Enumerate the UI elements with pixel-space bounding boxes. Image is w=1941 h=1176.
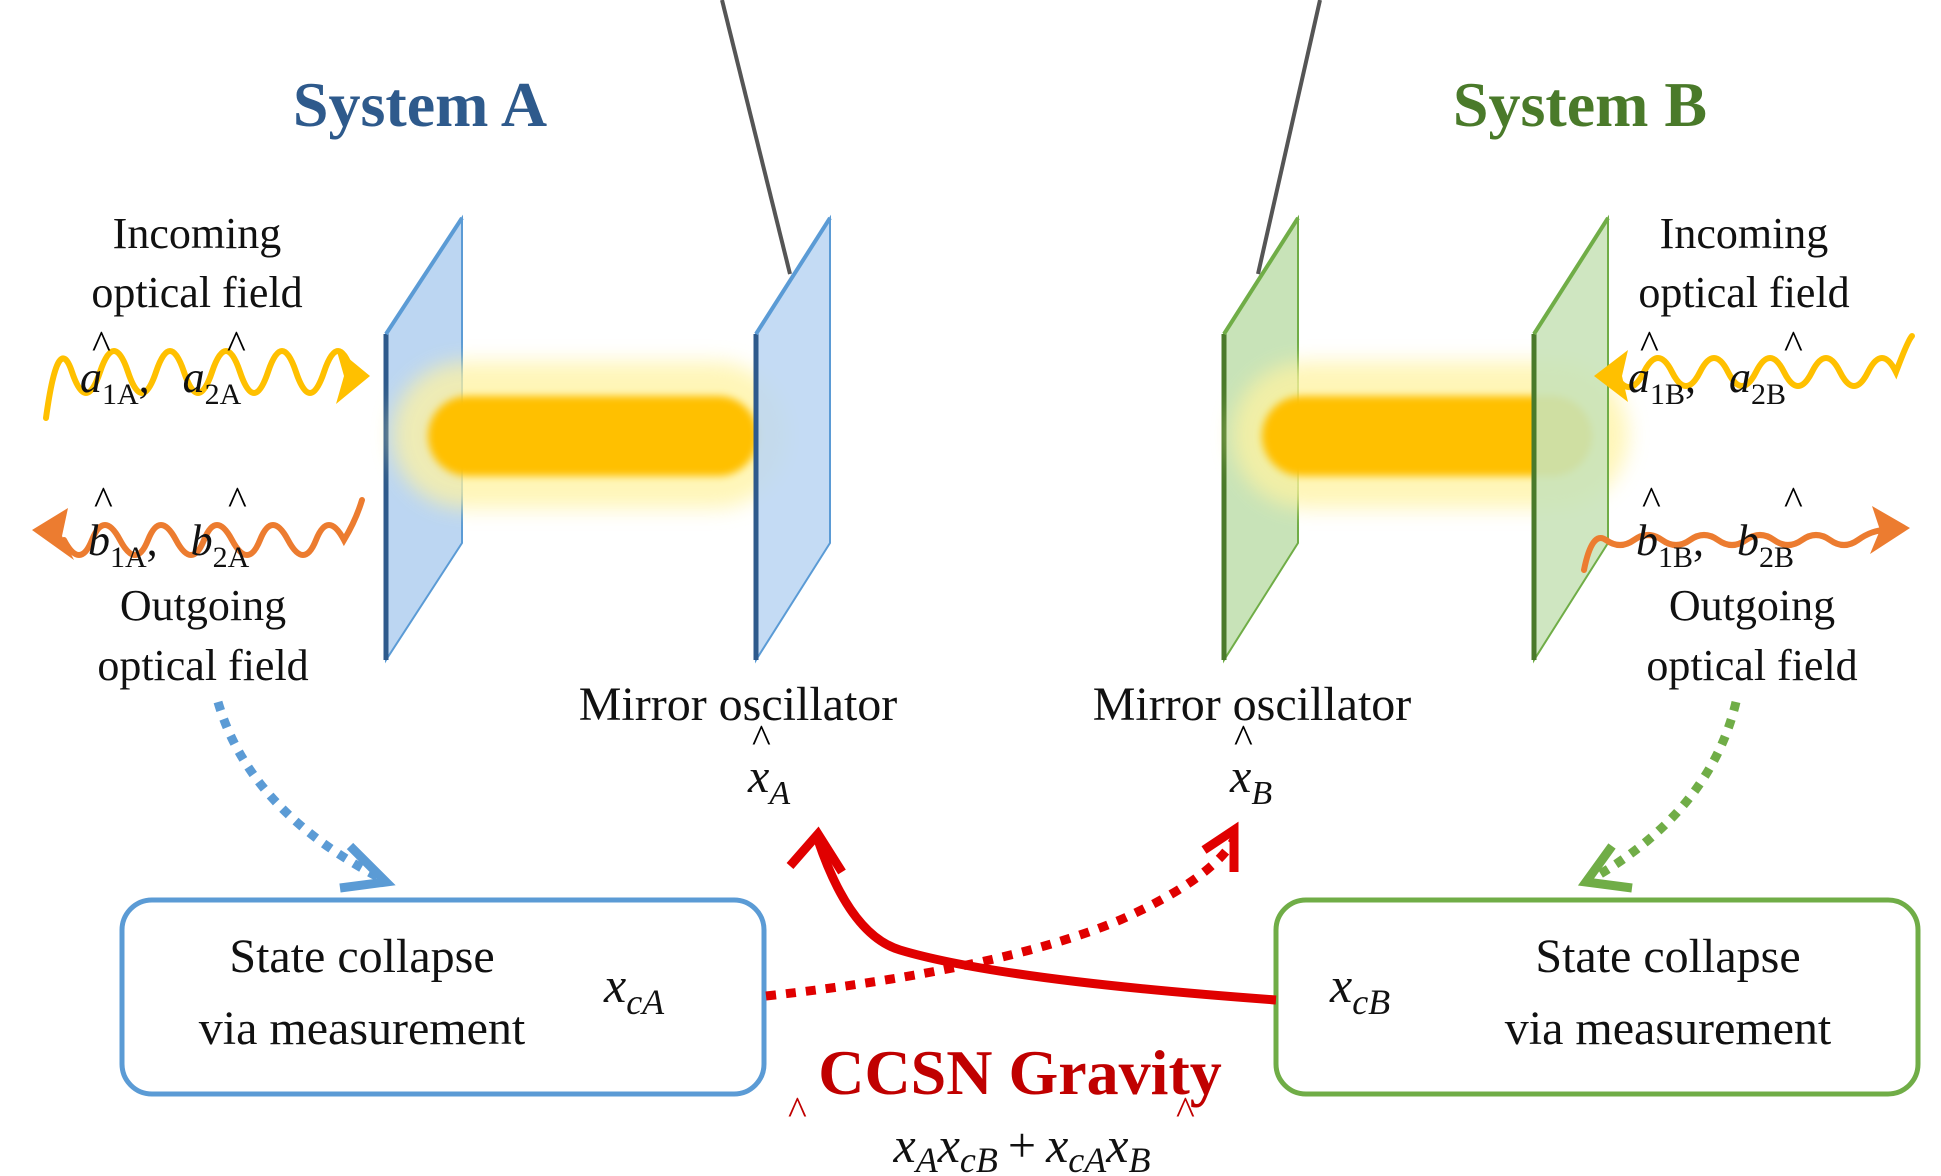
system-b-cavity [1221,214,1628,664]
box-b-line1: State collapse [1535,930,1800,983]
hat-b1A: ^ [94,478,113,523]
hat-b2A: ^ [228,478,247,523]
outgoing-arrow-b [1870,506,1910,554]
outgoing-wave-a [32,497,365,560]
suspension-wire-a [720,0,792,275]
gravity-title: CCSN Gravity [818,1037,1222,1108]
oscillator-var-a: xA [747,750,790,812]
incoming-label-b-line1: Incoming [1660,209,1829,258]
incoming-label-a-line1: Incoming [113,209,282,258]
system-b-title: System B [1453,69,1707,140]
suspension-wire-b [1256,0,1322,275]
gravity-link-a-to-xB [765,837,1238,1001]
outgoing-label-a-line1: Outgoing [120,581,286,630]
outgoing-label-b-line2: optical field [1646,641,1857,690]
incoming-label-b-line2: optical field [1638,268,1849,317]
box-a-var: xcA [603,957,665,1022]
box-b-var: xcB [1329,957,1390,1022]
outgoing-wave-b [1581,506,1910,573]
box-a-line2: via measurement [199,1002,526,1055]
hat-a1B: ^ [1640,322,1659,367]
input-mirror-b [1533,214,1609,664]
hat-a2A: ^ [227,322,246,367]
hat-b2B: ^ [1784,478,1803,523]
incoming-ops-a: a1A, a2A [80,353,242,411]
system-a-cavity [383,214,832,664]
hat-b1B: ^ [1642,478,1661,523]
incoming-wave-a [43,348,370,421]
incoming-arrow-a [336,348,370,404]
hat-a1A: ^ [92,322,111,367]
box-b-line2: via measurement [1505,1002,1832,1055]
gravity-arrowhead-xA [786,826,846,875]
cavity-beam-b [1262,396,1592,476]
outgoing-ops-a: b1A, b2A [88,516,250,574]
hat-xB: ^ [1234,716,1253,761]
outgoing-ops-b: b1B, b2B [1636,516,1794,574]
outgoing-arrow-a [32,508,74,560]
outgoing-label-b-line1: Outgoing [1669,581,1835,630]
incoming-ops-b: a1B, a2B [1628,353,1786,411]
system-a-title: System A [293,69,547,140]
measurement-link-a [213,700,387,885]
hat-formula-xA: ^ [788,1088,807,1133]
hat-xA: ^ [752,716,771,761]
hat-formula-xB: ^ [1176,1088,1195,1133]
measurement-link-b-arrowhead [1577,843,1633,893]
incoming-wave-b [1594,333,1915,402]
oscillator-label-a: Mirror oscillator [579,678,898,731]
measurement-link-b [1587,700,1741,884]
oscillator-var-b: xB [1229,750,1272,812]
state-collapse-box-a [119,897,767,1097]
oscillator-label-b: Mirror oscillator [1093,678,1412,731]
end-mirror-a [755,214,831,664]
measurement-link-a-arrowhead [339,842,396,893]
outgoing-label-a-line2: optical field [97,641,308,690]
incoming-label-a-line2: optical field [91,268,302,317]
cavity-beam-a [428,396,758,476]
gravity-link-b-to-xA [813,838,1277,1005]
incoming-arrow-b [1594,350,1628,402]
gravity-formula: xAxcB+xcAxB [893,1117,1151,1176]
gravity-arrowhead-xB [1201,821,1239,872]
hat-a2B: ^ [1784,322,1803,367]
box-a-line1: State collapse [229,930,494,983]
